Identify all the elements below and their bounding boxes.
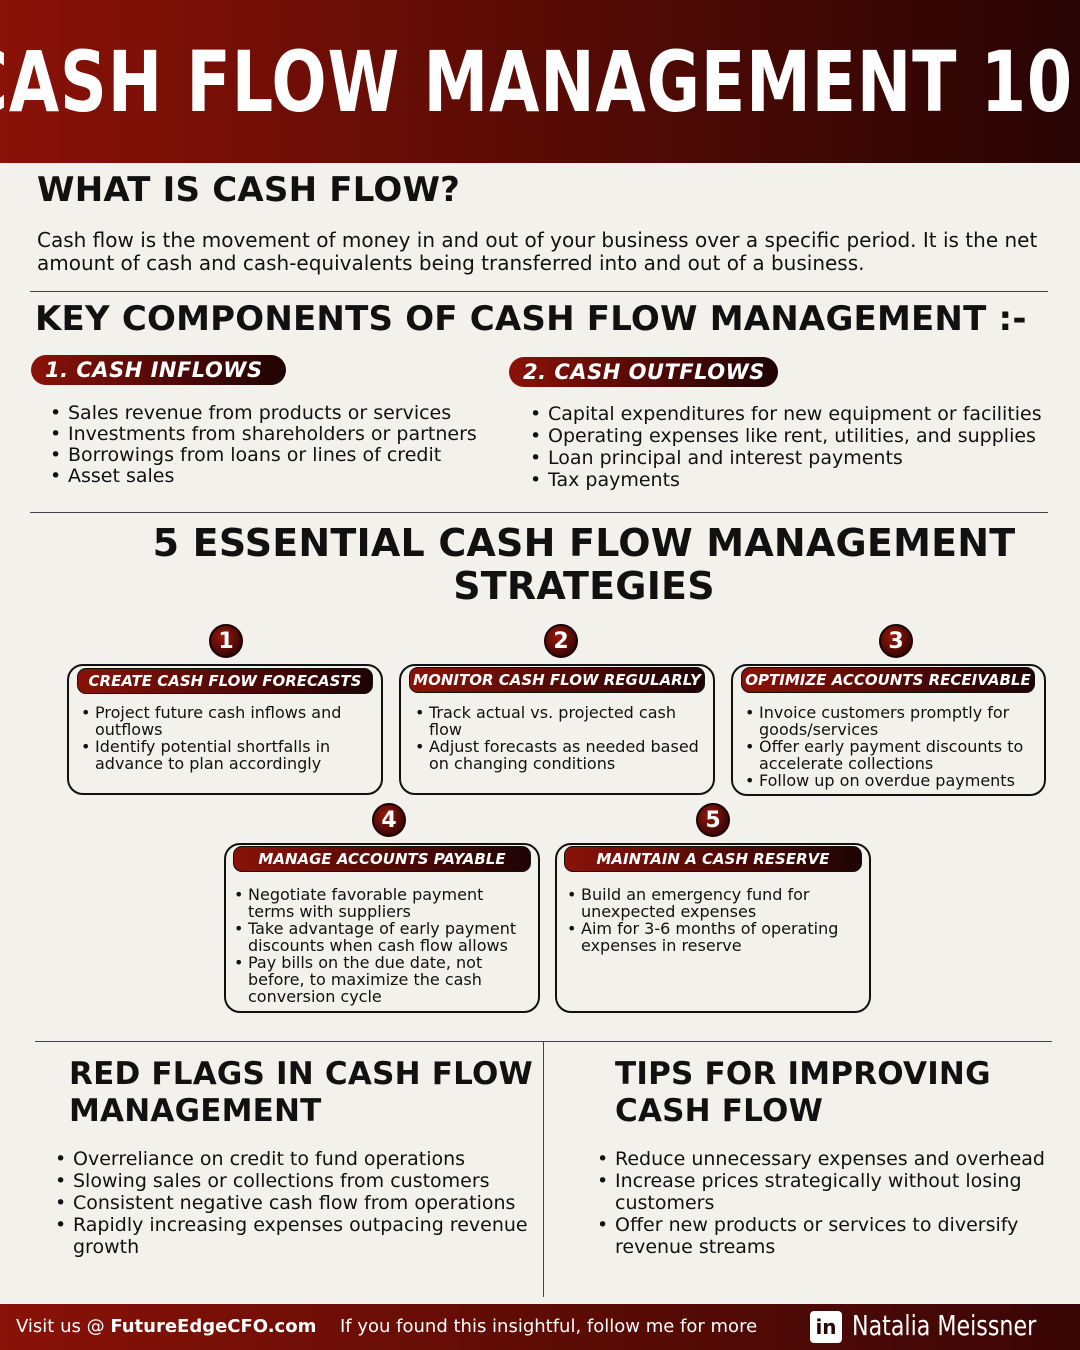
list-item: Negotiate favorable payment terms with s… [232, 886, 534, 920]
number-badge-1: 1 [209, 624, 243, 658]
red-flags-list: Overreliance on credit to fund operation… [53, 1148, 538, 1258]
list-item: Follow up on overdue payments [743, 772, 1043, 789]
list-item: Track actual vs. projected cash flow [413, 704, 713, 738]
strategy-points: Project future cash inflows and outflows… [79, 704, 375, 772]
strategy-title-2: MONITOR CASH FLOW REGULARLY [409, 667, 705, 693]
list-item: Identify potential shortfalls in advance… [79, 738, 375, 772]
list-item: Rapidly increasing expenses outpacing re… [53, 1214, 538, 1258]
strategy-title-1: CREATE CASH FLOW FORECASTS [77, 668, 373, 694]
list-item: Sales revenue from products or services [48, 403, 498, 425]
list-item: Slowing sales or collections from custom… [53, 1170, 538, 1192]
strategy-title-3: OPTIMIZE ACCOUNTS RECEIVABLE [741, 667, 1035, 693]
number-badge-2: 2 [544, 624, 578, 658]
list-item: Invoice customers promptly for goods/ser… [743, 704, 1043, 738]
red-flags-heading-line2: MANAGEMENT [69, 1093, 322, 1129]
divider [30, 291, 1048, 292]
list-item: Take advantage of early payment discount… [232, 920, 534, 954]
strategies-heading: 5 ESSENTIAL CASH FLOW MANAGEMENT STRATEG… [0, 522, 1080, 608]
page-title: CASH FLOW MANAGEMENT 101 [0, 32, 1080, 131]
tips-heading-line2: CASH FLOW [615, 1093, 823, 1129]
list-item: Project future cash inflows and outflows [79, 704, 375, 738]
follow-text: If you found this insightful, follow me … [340, 1316, 758, 1337]
strategies-heading-line1: 5 ESSENTIAL CASH FLOW MANAGEMENT [152, 521, 1016, 565]
strategy-points: Invoice customers promptly for goods/ser… [743, 704, 1043, 789]
red-flags-heading-line1: RED FLAGS IN CASH FLOW [69, 1056, 533, 1092]
what-is-heading: WHAT IS CASH FLOW? [37, 170, 461, 210]
list-item: Reduce unnecessary expenses and overhead [595, 1148, 1065, 1170]
number-badge-5: 5 [696, 803, 730, 837]
website-link[interactable]: FutureEdgeCFO.com [110, 1316, 317, 1337]
what-is-text: Cash flow is the movement of money in an… [37, 228, 1038, 275]
key-components-heading: KEY COMPONENTS OF CASH FLOW MANAGEMENT :… [35, 299, 1027, 339]
strategy-points: Negotiate favorable payment terms with s… [232, 886, 534, 1005]
list-item: Offer early payment discounts to acceler… [743, 738, 1043, 772]
strategy-title-4: MANAGE ACCOUNTS PAYABLE [233, 846, 531, 872]
cash-outflows-label: 2. CASH OUTFLOWS [509, 357, 778, 387]
strategy-points: Track actual vs. projected cash flow Adj… [413, 704, 713, 772]
footer-visit: Visit us @ FutureEdgeCFO.com [16, 1316, 316, 1337]
list-item: Consistent negative cash flow from opera… [53, 1192, 538, 1214]
strategy-title-5: MAINTAIN A CASH RESERVE [564, 846, 862, 872]
strategies-heading-line2: STRATEGIES [453, 564, 715, 608]
list-item: Tax payments [528, 469, 1058, 491]
list-item: Offer new products or services to divers… [595, 1214, 1065, 1258]
list-item: Aim for 3-6 months of operating expenses… [565, 920, 865, 954]
number-badge-3: 3 [879, 624, 913, 658]
header-banner: CASH FLOW MANAGEMENT 101 [0, 0, 1080, 163]
list-item: Adjust forecasts as needed based on chan… [413, 738, 713, 772]
list-item: Build an emergency fund for unexpected e… [565, 886, 865, 920]
list-item: Loan principal and interest payments [528, 447, 1058, 469]
number-badge-4: 4 [372, 803, 406, 837]
list-item: Operating expenses like rent, utilities,… [528, 425, 1058, 447]
divider [30, 512, 1048, 513]
strategy-points: Build an emergency fund for unexpected e… [565, 886, 865, 954]
list-item: Investments from shareholders or partner… [48, 424, 498, 446]
list-item: Capital expenditures for new equipment o… [528, 403, 1058, 425]
list-item: Borrowings from loans or lines of credit [48, 445, 498, 467]
list-item: Increase prices strategically without lo… [595, 1170, 1065, 1214]
list-item: Overreliance on credit to fund operation… [53, 1148, 538, 1170]
red-flags-heading: RED FLAGS IN CASH FLOW MANAGEMENT [69, 1056, 533, 1130]
inflows-list: Sales revenue from products or services … [48, 403, 498, 488]
tips-list: Reduce unnecessary expenses and overhead… [595, 1148, 1065, 1258]
visit-prefix: Visit us @ [16, 1316, 111, 1337]
cash-inflows-label: 1. CASH INFLOWS [31, 355, 286, 385]
author-name[interactable]: Natalia Meissner [852, 1309, 1037, 1342]
list-item: Asset sales [48, 466, 498, 488]
list-item: Pay bills on the due date, not before, t… [232, 954, 534, 1005]
footer: Visit us @ FutureEdgeCFO.com If you foun… [0, 1304, 1080, 1350]
vertical-divider [543, 1041, 544, 1297]
outflows-list: Capital expenditures for new equipment o… [528, 403, 1058, 491]
tips-heading: TIPS FOR IMPROVING CASH FLOW [615, 1056, 991, 1130]
tips-heading-line1: TIPS FOR IMPROVING [615, 1056, 991, 1092]
linkedin-icon[interactable]: in [810, 1311, 842, 1343]
